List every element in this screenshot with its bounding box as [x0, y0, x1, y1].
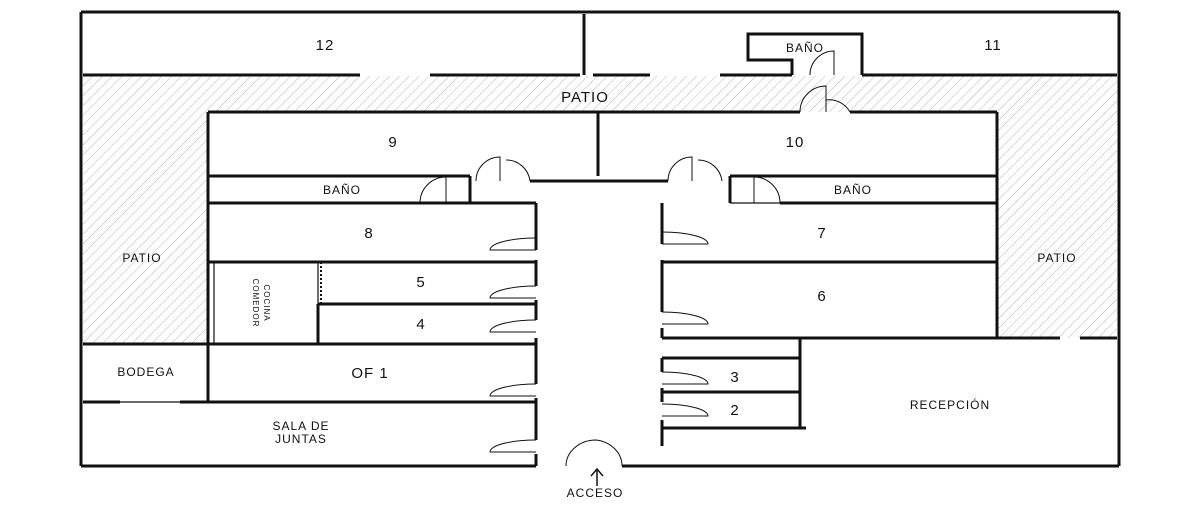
label-comedor: COMEDOR	[251, 279, 260, 328]
patio-right-area	[997, 112, 1117, 338]
label-bano-top: BAÑO	[786, 41, 824, 55]
left-wing-walls	[83, 201, 538, 466]
entrance-arrow-head	[590, 467, 604, 477]
label-of1: OF 1	[351, 365, 388, 382]
label-room-9: 9	[388, 134, 397, 151]
label-bano-right: BAÑO	[834, 183, 872, 197]
label-room-12: 12	[316, 37, 335, 54]
label-room-4: 4	[416, 316, 425, 333]
inner-walls	[206, 85, 999, 344]
label-room-3: 3	[730, 369, 739, 386]
label-room-8: 8	[364, 225, 373, 242]
label-sala-line2: JUNTAS	[275, 432, 327, 446]
label-patio-left: PATIO	[122, 251, 161, 265]
patio-left-area	[83, 112, 208, 344]
label-sala-line1: SALA DE	[272, 419, 329, 433]
label-bodega: BODEGA	[117, 365, 174, 379]
label-room-5: 5	[416, 274, 425, 291]
right-wing-walls	[660, 203, 1117, 446]
patio-top-area	[83, 76, 1117, 112]
label-acceso: ACCESO	[567, 486, 624, 500]
entrance	[565, 439, 623, 486]
outer-walls	[79, 10, 1121, 468]
label-patio-right: PATIO	[1037, 251, 1076, 265]
label-room-10: 10	[786, 134, 805, 151]
top-rooms-walls	[83, 14, 1117, 77]
label-room-2: 2	[730, 402, 739, 419]
label-bano-left: BAÑO	[323, 183, 361, 197]
label-cocina: COCINA	[262, 284, 271, 321]
room-labels: 12 11 BAÑO PATIO 9 10 BAÑO BAÑO 8 7 PATI…	[117, 37, 1076, 500]
label-recepcion: RECEPCIÓN	[910, 397, 990, 412]
label-room-11: 11	[984, 37, 1002, 54]
patio-areas	[83, 76, 1117, 344]
label-room-7: 7	[817, 225, 826, 242]
label-patio-top: PATIO	[561, 89, 609, 106]
label-room-6: 6	[817, 288, 826, 305]
